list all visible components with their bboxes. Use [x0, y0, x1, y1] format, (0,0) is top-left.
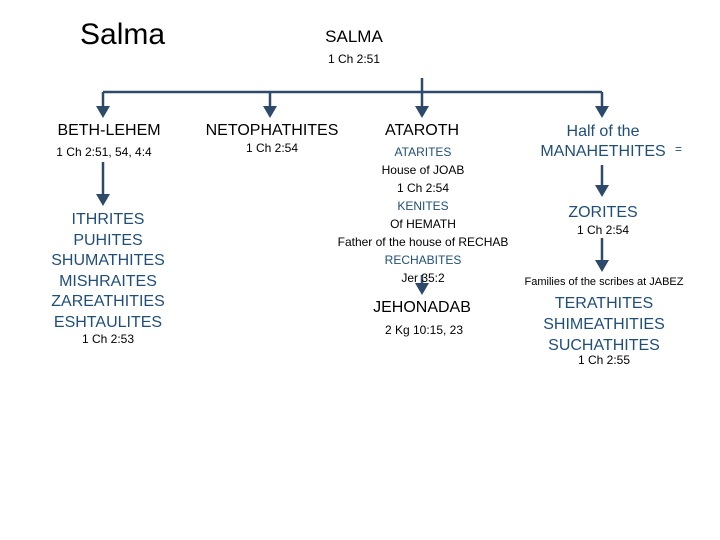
arrow-head: [595, 185, 609, 197]
arrow-head: [415, 283, 429, 295]
arrow-head: [595, 260, 609, 272]
scripture-ref: Jer 35:2: [401, 271, 445, 285]
clan-name: SHIMEATHITIES: [543, 316, 665, 333]
zorites-ref: 1 Ch 2:54: [576, 223, 630, 237]
jehonadab-ref: 2 Kg 10:15, 23: [384, 323, 464, 337]
clan-name: ITHRITES: [71, 211, 145, 228]
manahethites-grandchildren: TERATHITES SHIMEATHITIES SUCHATHITES: [543, 293, 665, 356]
arrow-head: [96, 106, 110, 118]
clan-name: PUHITES: [73, 231, 143, 249]
arrow-head: [595, 106, 609, 118]
arrow-head: [96, 194, 110, 206]
jehonadab-name: JEHONADAB: [373, 299, 471, 316]
clan-name: ESHTAULITES: [53, 313, 163, 331]
netophathites-name: NETOPHATHITES: [205, 122, 339, 139]
netophathites-ref: 1 Ch 2:54: [245, 141, 299, 155]
bethlehem-children: ITHRITES PUHITES SHUMATHITES MISHRAITES …: [51, 210, 165, 333]
name-line: MANAHETHITES: [540, 143, 666, 160]
root-ref: 1 Ch 2:51: [327, 52, 381, 66]
clan-name: SHUMATHITES: [51, 252, 165, 269]
root-name: SALMA: [325, 27, 383, 46]
marker-icon: =: [675, 142, 683, 156]
bethlehem-ref: 1 Ch 2:51, 54, 4:4: [56, 145, 152, 159]
bethlehem-children-ref: 1 Ch 2:53: [81, 332, 135, 346]
clan-name: SUCHATHITES: [548, 337, 660, 354]
grandchildren-ref: 1 Ch 2:55: [577, 353, 631, 367]
clan-name: MISHRAITES: [59, 272, 157, 290]
clan-name: RECHABITES: [384, 253, 462, 267]
detail-line: Father of the house of RECHAB: [337, 235, 509, 249]
clan-name: TERATHITES: [554, 295, 654, 312]
detail-line: House of JOAB: [381, 163, 465, 177]
scribes-note: Families of the scribes at JABEZ: [524, 276, 684, 288]
clan-name: ATARITES: [394, 145, 452, 159]
arrow-head: [263, 106, 277, 118]
clan-name: ZAREATHITIES: [51, 293, 165, 310]
scripture-ref: 1 Ch 2:54: [396, 181, 450, 195]
ataroth-name: ATAROTH: [384, 122, 460, 139]
ataroth-details: ATARITES House of JOAB 1 Ch 2:54 KENITES…: [338, 143, 509, 287]
name-line: Half of the: [566, 123, 640, 140]
detail-line: Of HEMATH: [390, 217, 456, 231]
arrow-head: [415, 106, 429, 118]
zorites-name: ZORITES: [568, 204, 638, 221]
manahethites-name: Half of the MANAHETHITES: [540, 122, 665, 162]
clan-name: KENITES: [397, 199, 449, 213]
bethlehem-name: BETH-LEHEM: [57, 122, 161, 139]
page-title: Salma: [80, 18, 166, 51]
